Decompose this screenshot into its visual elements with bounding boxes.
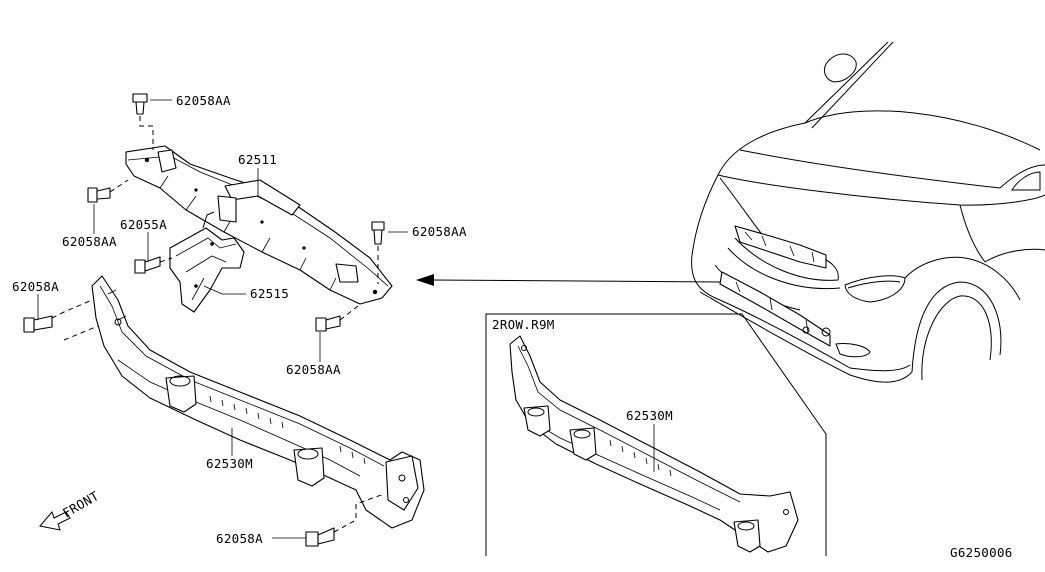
label-bolt-center-lower: 62058AA (286, 362, 341, 377)
label-62511: 62511 (238, 152, 277, 167)
vehicle-illustration (691, 41, 1045, 383)
diagram-code: G6250006 (950, 545, 1013, 560)
part-labels: 62058AA 62511 62058AA 62055A 62058AA 620… (12, 93, 1013, 560)
bolt-62058a-left (23, 299, 99, 341)
bolt-62058aa-left (87, 179, 129, 203)
bolt-62058aa-center (315, 305, 359, 332)
front-direction-indicator: FRONT (39, 488, 102, 531)
label-62515: 62515 (250, 286, 289, 301)
reference-arrow (416, 274, 721, 286)
inset-box (485, 313, 827, 556)
part-62515-illustration (169, 211, 245, 313)
leader-lines (37, 99, 655, 539)
bolt-62058aa-top (132, 93, 154, 150)
bolt-62055a (134, 256, 173, 274)
bolt-62058a-bottom (305, 493, 385, 547)
label-bolt-left-upper: 62058AA (62, 234, 117, 249)
label-62055a: 62055A (120, 217, 167, 232)
label-62530m-main: 62530M (206, 456, 253, 471)
inset-title: 2ROW.R9M (492, 317, 555, 332)
label-62530m-inset: 62530M (626, 408, 673, 423)
bolts (23, 93, 385, 547)
bolt-62058aa-right (371, 221, 385, 284)
label-bolt-bottom: 62058A (216, 531, 263, 546)
part-62530m-illustration (91, 275, 425, 529)
front-label: FRONT (60, 488, 102, 521)
label-bolt-right-upper: 62058AA (412, 224, 467, 239)
part-62511-illustration (125, 145, 393, 305)
label-bolt-left-lower: 62058A (12, 279, 59, 294)
label-bolt-top: 62058AA (176, 93, 231, 108)
